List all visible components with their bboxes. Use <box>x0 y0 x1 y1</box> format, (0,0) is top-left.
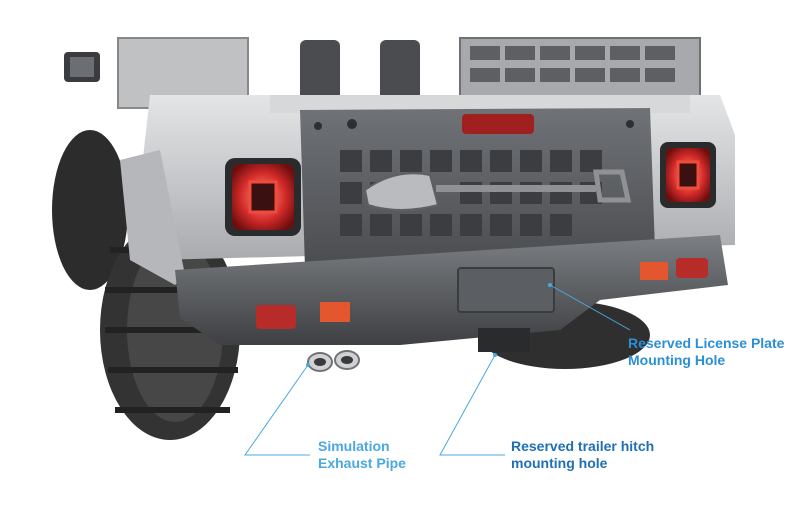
exhaust-pipe-callout: Simulation Exhaust Pipe <box>318 438 406 471</box>
left-tail-light <box>225 158 301 236</box>
tow-hook-right <box>640 262 668 280</box>
bumper-reflector-left <box>256 305 296 329</box>
trailer-hitch <box>478 328 530 352</box>
right-tail-light <box>660 142 716 208</box>
license-plate-mount <box>457 267 555 313</box>
license-plate-callout: Reserved License Plate Mounting Hole <box>628 335 785 368</box>
hitch-leader-line <box>439 354 505 456</box>
third-brake-light <box>462 114 534 134</box>
rear-bumper <box>175 235 728 345</box>
exhaust-pipes <box>307 350 360 372</box>
side-mirror <box>64 52 100 82</box>
license-leader-line <box>549 284 631 331</box>
bumper-reflector-right <box>676 258 708 278</box>
shovel-mount <box>363 169 632 211</box>
exhaust-leader-line <box>244 364 310 456</box>
tailgate-panel <box>300 108 655 268</box>
trailer-hitch-callout: Reserved trailer hitch mounting hole <box>511 438 655 471</box>
tow-hook-left <box>320 302 350 322</box>
